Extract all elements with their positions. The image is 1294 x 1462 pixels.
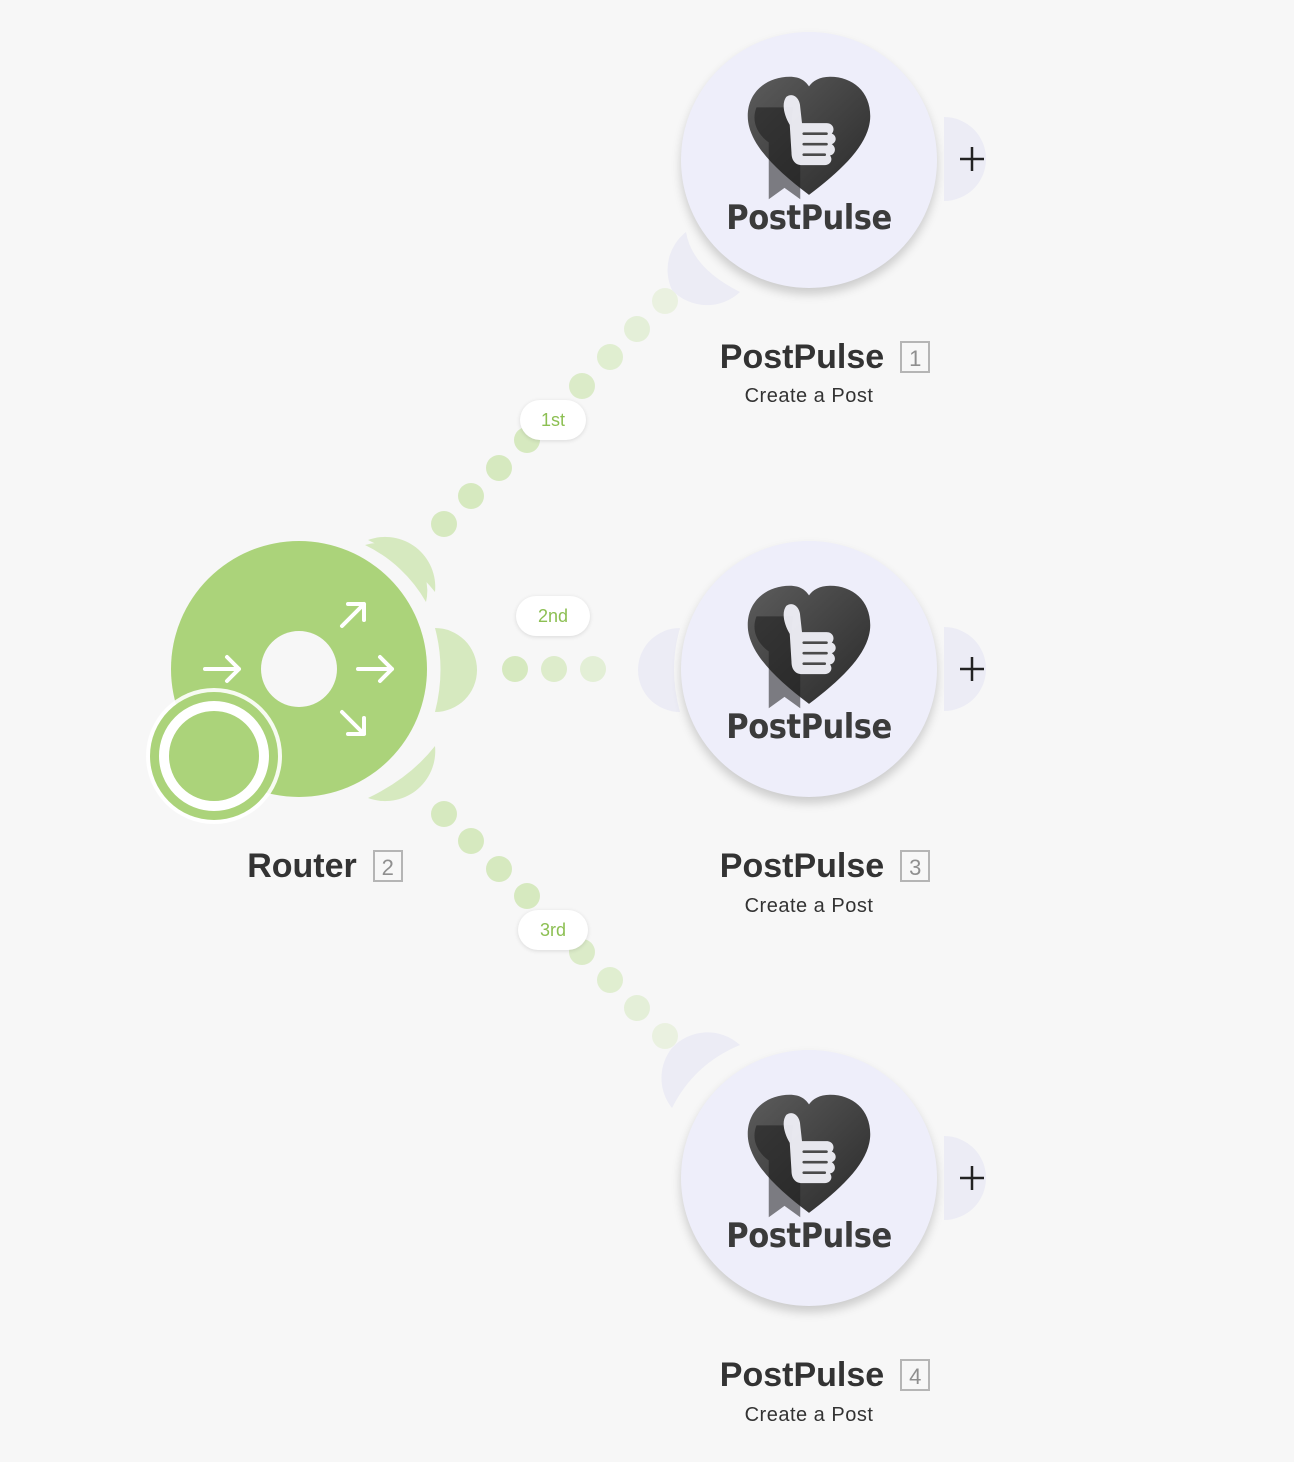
add-module-1-button[interactable] [944,117,1000,201]
module-logo-text: PostPulse [726,707,892,747]
route-1-connector[interactable] [431,288,678,537]
router-title: Router [247,846,357,885]
router-number-badge: 2 [372,850,403,882]
module-postpulse-1[interactable]: PostPulse [681,32,937,288]
postpulse-heart-thumb-logo-icon [739,581,879,713]
add-module-3-button[interactable] [944,627,1000,711]
route-3-connector[interactable] [431,801,678,1049]
module-3-title: PostPulse [719,846,885,885]
module-1-action: Create a Post [744,385,874,407]
module-4-title: PostPulse [719,1355,885,1394]
add-module-4-button[interactable] [944,1136,1000,1220]
module-1-title-row: PostPulse 1 [700,337,950,377]
plus-icon [960,657,984,681]
postpulse-heart-thumb-logo-icon [739,1090,879,1222]
module-logo-text: PostPulse [726,1216,892,1256]
module-input-handles [638,232,740,1108]
route-label-2nd[interactable]: 2nd [516,596,590,636]
module-4-number-badge: 4 [900,1359,931,1391]
postpulse-heart-thumb-logo-icon [739,72,879,204]
router-output-handles[interactable] [365,536,477,802]
module-postpulse-3[interactable]: PostPulse [681,541,937,797]
router-arrows-icon [203,602,394,736]
route-label-3rd[interactable]: 3rd [518,910,588,950]
module-1-number-badge: 1 [900,341,931,373]
module-1-title: PostPulse [719,337,885,376]
module-4-action: Create a Post [744,1404,874,1426]
plus-icon [960,1166,984,1190]
router-node[interactable] [146,541,427,824]
module-4-title-row: PostPulse 4 [700,1355,950,1395]
module-3-action: Create a Post [744,895,874,917]
route-label-1st[interactable]: 1st [520,400,586,440]
route-2-connector[interactable] [502,656,606,682]
router-title-row: Router 2 [200,846,450,886]
module-3-title-row: PostPulse 3 [700,846,950,886]
arrow-right-circle-icon [146,688,282,824]
module-3-number-badge: 3 [900,850,931,882]
module-logo-text: PostPulse [726,198,892,238]
plus-icon [960,147,984,171]
module-postpulse-4[interactable]: PostPulse [681,1050,937,1306]
